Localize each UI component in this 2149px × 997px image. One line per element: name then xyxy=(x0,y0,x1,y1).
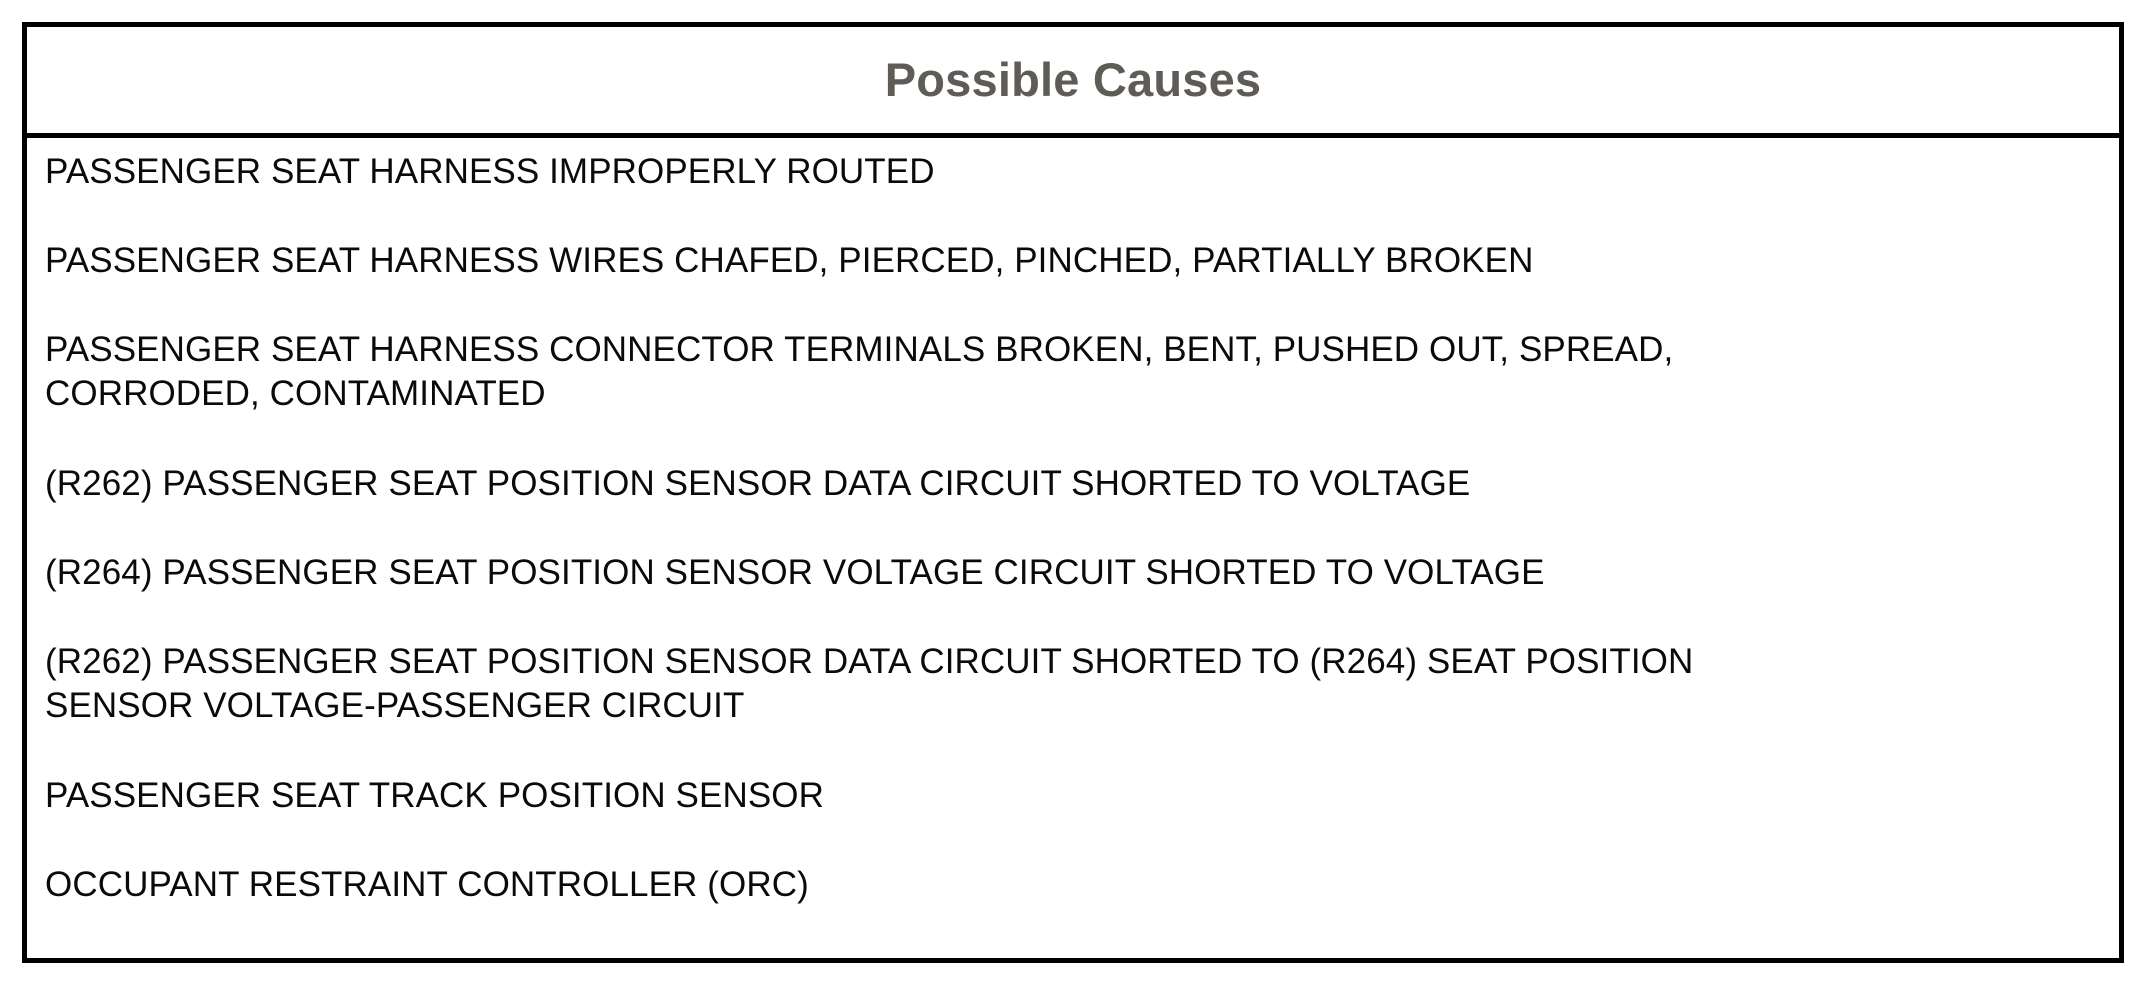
table-row: (R262) PASSENGER SEAT POSITION SENSOR DA… xyxy=(45,642,1694,725)
table-row: PASSENGER SEAT HARNESS CONNECTOR TERMINA… xyxy=(45,330,1674,413)
table-row: OCCUPANT RESTRAINT CONTROLLER (ORC) xyxy=(45,865,809,904)
table-row: PASSENGER SEAT TRACK POSITION SENSOR xyxy=(45,776,824,815)
table-header: Possible Causes xyxy=(27,27,2119,138)
table-row: PASSENGER SEAT HARNESS IMPROPERLY ROUTED xyxy=(45,152,935,191)
table-row: (R264) PASSENGER SEAT POSITION SENSOR VO… xyxy=(45,553,1545,592)
possible-causes-table: Possible Causes PASSENGER SEAT HARNESS I… xyxy=(22,22,2124,963)
table-row: PASSENGER SEAT HARNESS WIRES CHAFED, PIE… xyxy=(45,241,1534,280)
table-row: (R262) PASSENGER SEAT POSITION SENSOR DA… xyxy=(45,464,1471,503)
page-title: Possible Causes xyxy=(884,53,1262,107)
table-body: PASSENGER SEAT HARNESS IMPROPERLY ROUTED… xyxy=(27,138,2119,958)
